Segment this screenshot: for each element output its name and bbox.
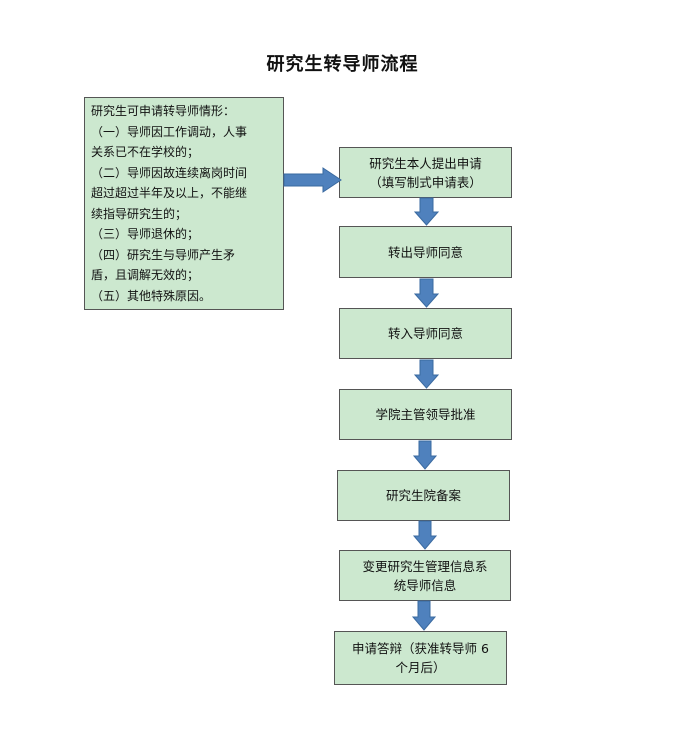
step-record-line1: 研究生院备案 — [385, 488, 461, 503]
conditions-line: （三）导师退休的； — [91, 227, 200, 241]
step-defense-line1: 申请答辩（获准转导师 6 — [352, 641, 489, 656]
conditions-box: 研究生可申请转导师情形： （一）导师因工作调动，人事 关系已不在学校的； （二）… — [84, 97, 284, 310]
conditions-line: （二）导师因故连续离岗时间 — [91, 165, 248, 180]
step-defense: 申请答辩（获准转导师 6 个月后） — [334, 631, 507, 685]
step-college-approval: 学院主管领导批准 — [339, 389, 512, 440]
step-apply-line1: 研究生本人提出申请 — [369, 155, 482, 171]
step-apply-line2: （填写制式申请表） — [369, 174, 482, 190]
down-arrow — [411, 600, 437, 631]
step-outgoing-advisor: 转出导师同意 — [339, 226, 512, 278]
down-arrow — [412, 440, 438, 470]
step-defense-line2: 个月后） — [395, 660, 446, 675]
down-arrow — [413, 278, 440, 308]
step-incoming-advisor: 转入导师同意 — [339, 308, 512, 359]
right-arrow — [283, 167, 342, 193]
conditions-line: （五）其他特殊原因。 — [91, 288, 212, 303]
down-arrow — [412, 520, 438, 550]
step-graduate-school-record: 研究生院备案 — [337, 470, 510, 521]
conditions-line: 关系已不在学校的； — [91, 145, 200, 159]
step-update-system: 变更研究生管理信息系统导师信息 — [339, 550, 511, 601]
conditions-line: （一）导师因工作调动，人事 — [91, 124, 248, 139]
conditions-line: 超过超过半年及以上，不能继 — [91, 186, 248, 200]
step-incoming-line1: 转入导师同意 — [387, 326, 463, 341]
down-arrow — [413, 197, 440, 226]
step-system-line1: 变更研究生管理信息系 — [362, 558, 488, 574]
down-arrow — [413, 359, 440, 389]
step-outgoing-line1: 转出导师同意 — [387, 244, 463, 260]
conditions-line: 盾，且调解无效的； — [91, 268, 200, 282]
conditions-line: 续指导研究生的； — [91, 206, 188, 221]
step-college-line1: 学院主管领导批准 — [375, 407, 476, 422]
step-system-line2: 统导师信息 — [393, 577, 457, 593]
step-apply: 研究生本人提出申请 （填写制式申请表） — [339, 147, 512, 198]
diagram-title: 研究生转导师流程 — [266, 54, 419, 75]
conditions-line: 研究生可申请转导师情形： — [91, 104, 236, 118]
conditions-line: （四）研究生与导师产生矛 — [91, 247, 236, 262]
